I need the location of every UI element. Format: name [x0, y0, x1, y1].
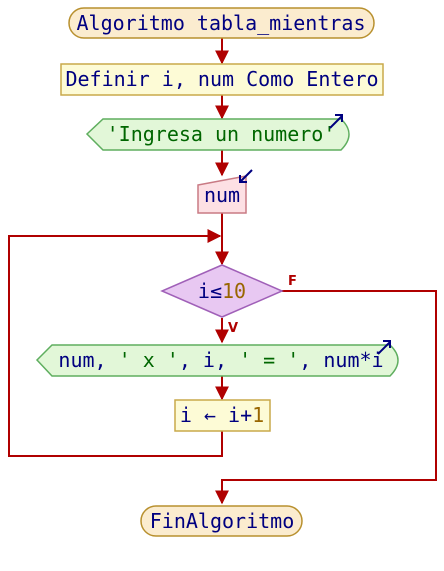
input-arrow-icon: [239, 169, 253, 183]
output-prompt: 'Ingresa un numero': [85, 114, 350, 151]
output-result-text: num, ' x ', i, ' = ', num*i: [58, 348, 383, 372]
assign-text: i ← i+1: [180, 403, 264, 427]
start-terminal: Algoritmo tabla_mientras: [68, 7, 375, 39]
output-result-arrow-icon: [377, 340, 391, 355]
end-label: FinAlgoritmo: [150, 509, 295, 533]
decision-condition: i≤10: [160, 264, 284, 318]
define-label: Definir i, num Como Entero: [65, 67, 378, 91]
assign-process: i ← i+1: [174, 399, 271, 432]
false-label: F: [288, 274, 297, 289]
input-var-text: num: [204, 183, 240, 207]
end-terminal: FinAlgoritmo: [140, 505, 303, 537]
true-label: V: [228, 321, 238, 336]
output-prompt-text: 'Ingresa un numero': [107, 122, 336, 146]
connector-false-branch: [215, 290, 437, 505]
flow-connectors: [8, 38, 437, 505]
connector-loop-back: [8, 229, 223, 457]
output-arrow-icon: [329, 114, 343, 129]
input-read: num: [197, 169, 253, 214]
decision-text: i≤10: [198, 279, 246, 303]
start-label: Algoritmo tabla_mientras: [77, 11, 366, 35]
define-process: Definir i, num Como Entero: [60, 63, 384, 96]
output-result: num, ' x ', i, ' = ', num*i: [35, 340, 399, 377]
